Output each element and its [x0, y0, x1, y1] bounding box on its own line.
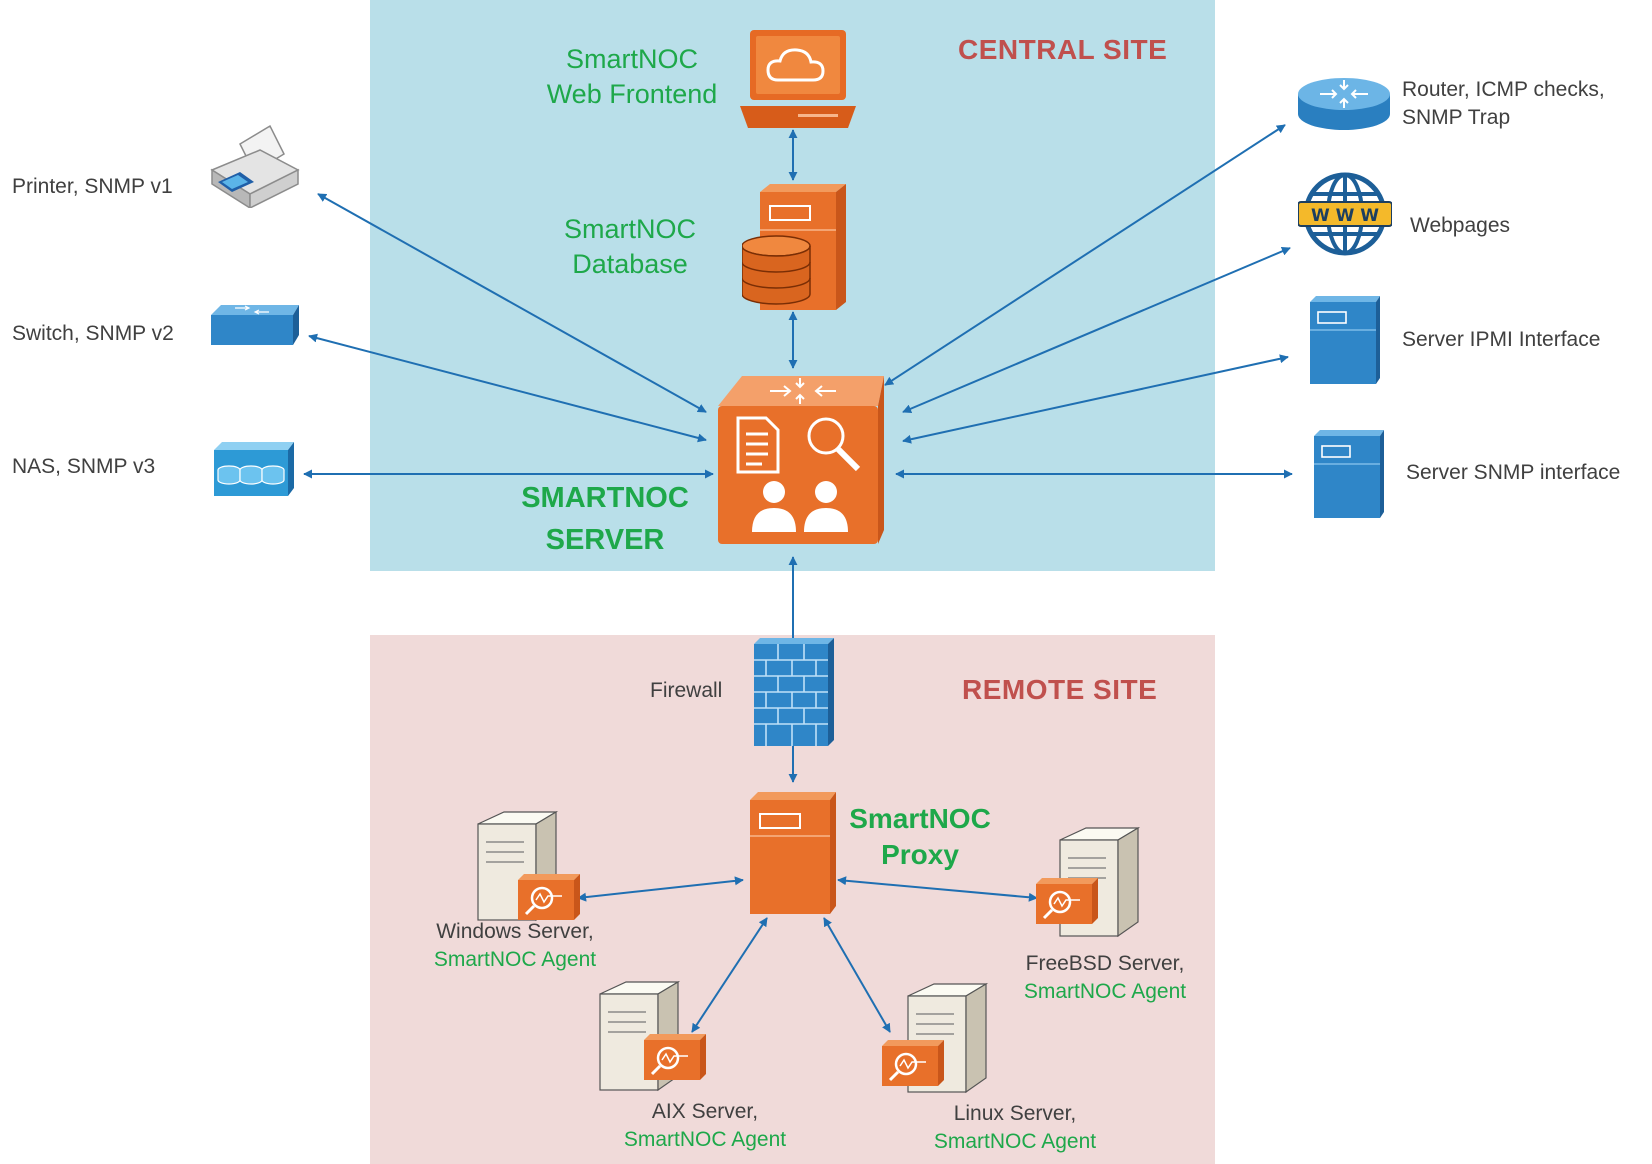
database-label-line2: Database [572, 249, 688, 279]
switch-label: Switch, SNMP v2 [12, 322, 174, 345]
database-server-icon [742, 184, 846, 310]
link-router-server [884, 124, 1286, 386]
link-ipmi-server [902, 354, 1289, 444]
www-globe-icon: W W W [1298, 172, 1392, 256]
proxy-server-icon [750, 792, 836, 914]
nas-label: NAS, SNMP v3 [12, 455, 156, 478]
web-frontend-label-line2: Web Frontend [546, 79, 718, 109]
workstation-agent-icon [1036, 826, 1140, 938]
proxy-label-line1: SmartNOC [849, 803, 991, 834]
central-site-title: CENTRAL SITE [958, 34, 1168, 65]
proxy-label: SmartNOC Proxy [820, 801, 1020, 873]
firewall-icon [754, 638, 834, 746]
svg-text:W W W: W W W [1311, 206, 1379, 226]
link-switch-server [308, 333, 707, 443]
linux-server-name: Linux Server, [953, 1102, 1077, 1125]
server-tower-icon [1314, 430, 1384, 518]
monitoring-server-icon [718, 376, 884, 544]
database-label-line1: SmartNOC [563, 214, 696, 244]
windows-server-agent: SmartNOC Agent [433, 948, 597, 971]
freebsd-server-name: FreeBSD Server, [1025, 952, 1185, 975]
switch-icon [211, 305, 299, 345]
link-proxy-linux [823, 917, 891, 1033]
link-proxy-freebsd [837, 876, 1038, 902]
workstation-agent-icon [477, 810, 580, 922]
printer-icon [210, 124, 300, 208]
snmp-server-label: Server SNMP interface [1406, 461, 1621, 484]
freebsd-server-agent: SmartNOC Agent [1023, 980, 1187, 1003]
workstation-agent-icon [599, 980, 706, 1092]
router-label-line1: Router, ICMP checks, [1402, 78, 1605, 101]
server-tower-icon [1310, 296, 1380, 384]
database-label: SmartNOC Database [530, 212, 730, 282]
router-label-line2: SNMP Trap [1402, 106, 1511, 129]
web-frontend-label-line1: SmartNOC [565, 44, 698, 74]
router-label: Router, ICMP checks, SNMP Trap [1402, 76, 1605, 132]
smartnoc-server-label-line1: SMARTNOC [521, 482, 689, 514]
linux-server-agent: SmartNOC Agent [933, 1130, 1097, 1153]
windows-server-name: Windows Server, [436, 920, 594, 943]
nas-storage-icon [214, 442, 294, 496]
windows-server-label: Windows Server, SmartNOC Agent [410, 918, 620, 974]
laptop-cloud-icon [740, 30, 856, 128]
printer-label: Printer, SNMP v1 [12, 175, 173, 198]
link-proxy-windows [577, 876, 744, 902]
linux-server-label: Linux Server, SmartNOC Agent [910, 1100, 1120, 1156]
workstation-agent-icon [882, 982, 989, 1094]
smartnoc-server-label: SMARTNOC SERVER [505, 477, 705, 561]
aix-server-name: AIX Server, [651, 1100, 759, 1123]
freebsd-server-label: FreeBSD Server, SmartNOC Agent [1000, 950, 1210, 1006]
web-frontend-label: SmartNOC Web Frontend [532, 42, 732, 112]
aix-server-label: AIX Server, SmartNOC Agent [600, 1098, 810, 1154]
ipmi-label: Server IPMI Interface [1402, 328, 1601, 351]
link-proxy-aix [691, 917, 768, 1033]
firewall-label: Firewall [650, 679, 723, 702]
link-webpages-server [902, 247, 1291, 413]
remote-site-title: REMOTE SITE [962, 674, 1158, 705]
router-icon [1298, 78, 1390, 130]
webpages-label: Webpages [1410, 214, 1511, 237]
proxy-label-line2: Proxy [881, 839, 959, 870]
smartnoc-server-label-line2: SERVER [545, 524, 665, 556]
aix-server-agent: SmartNOC Agent [623, 1128, 787, 1151]
